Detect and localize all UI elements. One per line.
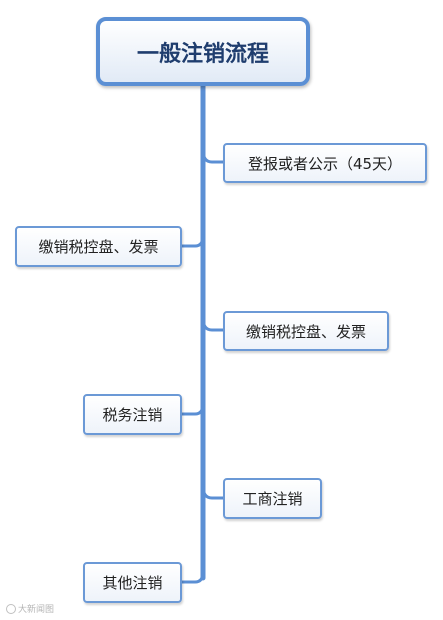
watermark-logo-icon bbox=[6, 603, 16, 614]
watermark-text: 大新闻图 bbox=[18, 605, 55, 615]
branch-connector-3 bbox=[201, 316, 225, 332]
branch-label: 登报或者公示（45天） bbox=[247, 154, 403, 173]
branch-connector-6 bbox=[180, 570, 205, 584]
branch-node-cancel-tax-disk-right: 缴销税控盘、发票 bbox=[223, 311, 389, 351]
branch-connector-4 bbox=[180, 402, 205, 416]
branch-connector-2 bbox=[180, 234, 205, 248]
branch-label: 其他注销 bbox=[102, 574, 163, 592]
watermark: 大新闻图 bbox=[6, 602, 54, 615]
branch-node-other-deregistration: 其他注销 bbox=[83, 562, 182, 603]
root-node: 一般注销流程 bbox=[96, 17, 310, 86]
branch-label: 缴销税控盘、发票 bbox=[245, 322, 366, 341]
branch-node-cancel-tax-disk-left: 缴销税控盘、发票 bbox=[15, 226, 182, 267]
branch-label: 缴销税控盘、发票 bbox=[38, 238, 159, 256]
branch-label: 税务注销 bbox=[102, 406, 163, 424]
branch-node-business-deregistration: 工商注销 bbox=[223, 478, 322, 519]
branch-connector-1 bbox=[201, 148, 225, 164]
root-title: 一般注销流程 bbox=[136, 41, 269, 67]
branch-label: 工商注销 bbox=[242, 490, 303, 508]
branch-node-tax-deregistration: 税务注销 bbox=[83, 394, 182, 435]
branch-node-publication: 登报或者公示（45天） bbox=[223, 143, 427, 183]
branch-connector-5 bbox=[201, 484, 225, 500]
